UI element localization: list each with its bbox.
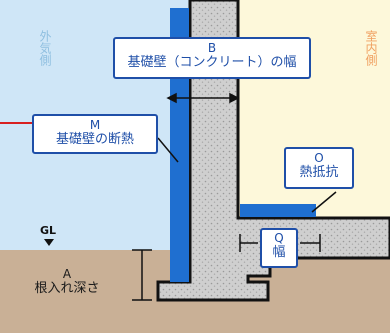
ground-level-marker-icon [44,239,54,246]
label-q-key: Q [274,231,284,245]
label-m-wall-insulation: M 基礎壁の断熱 [32,114,158,154]
label-q-width: Q 幅 [260,228,298,268]
label-o-text: 熱抵抗 [299,164,339,180]
insulation-leader-line [157,137,179,163]
label-b-key: B [207,41,217,55]
width-dimension-arrow [166,92,240,104]
label-o-key: O [314,151,324,165]
label-q-text: 幅 [272,244,286,260]
label-o-thermal-resistance: O 熱抵抗 [284,147,354,189]
interior-side-label: 室内側 [364,30,378,66]
label-m-text: 基礎壁の断熱 [55,131,134,147]
ground-level-label: GL [40,224,57,237]
q-width-dimension [239,234,321,252]
slab-edge-insulation [240,204,316,217]
label-m-key: M [89,118,101,132]
label-a-embedment-depth: A 根入れ深さ [28,267,106,297]
thermal-resistance-leader-line [311,191,337,213]
label-a-text: 根入れ深さ [34,280,100,296]
label-b-foundation-width: B 基礎壁（コンクリート）の幅 [113,37,311,79]
exterior-side-label: 外気側 [38,30,52,66]
label-a-key: A [62,267,72,281]
embedment-depth-dimension [132,249,152,301]
label-b-text: 基礎壁（コンクリート）の幅 [127,54,297,70]
